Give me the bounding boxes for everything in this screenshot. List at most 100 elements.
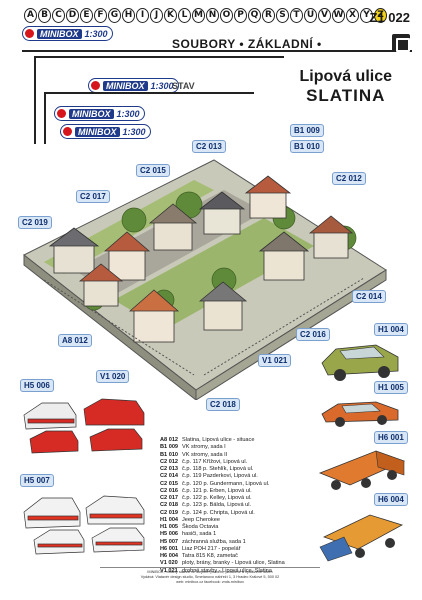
part-tag: V1 021 — [258, 354, 292, 367]
legend-code: A8 012 — [160, 437, 179, 443]
alphabet-letter: P — [234, 8, 247, 23]
leader-line — [34, 56, 36, 144]
skoda-octavia-drawing — [321, 401, 399, 427]
alphabet-letter: K — [164, 8, 177, 23]
brand-dot-icon — [25, 29, 34, 38]
street-drawing — [23, 159, 387, 402]
footer-divider — [100, 567, 320, 568]
legend-description: Slatina, Lipová ulice - situace — [182, 437, 255, 443]
legend-description: č.p. 119 Pazderkovi, Lipová ul. — [182, 473, 258, 480]
fire-brigade-set-drawing — [23, 398, 145, 454]
part-tag: B1 010 — [290, 140, 324, 153]
alphabet-letter: F — [94, 8, 107, 23]
vehicle-tag: H5 007 — [20, 474, 54, 487]
legend-code: C2 014 — [160, 473, 179, 480]
publisher-footer: MINIBOX, modely staveb ve stejném poměru… — [96, 570, 324, 585]
legend-description: VK stromy, sada I — [182, 444, 226, 451]
brand-dot-icon — [57, 109, 66, 118]
legend-code: C2 015 — [160, 480, 179, 487]
brand-scale: 1:300 — [116, 108, 140, 119]
alphabet-letter: U — [304, 8, 317, 23]
header-band — [22, 36, 412, 52]
alphabet-letter: J — [150, 8, 163, 23]
legend-description: č.p. 123 p. Bálda, Lipová ul. — [182, 502, 252, 509]
legend-code: H6 004 — [160, 553, 179, 559]
legend-code: V1 021 — [160, 567, 178, 574]
alphabet-letter: C — [52, 8, 65, 23]
alphabet-letter: Y — [360, 8, 373, 23]
legend-description: hasiči, sada 1 — [182, 531, 217, 538]
part-tag: C2 014 — [352, 290, 386, 303]
alphabet-letter: X — [346, 8, 359, 23]
alphabet-letter: S — [276, 8, 289, 23]
alphabet-letter: H — [122, 8, 135, 23]
legend-description: č.p. 122 p. Kelley, Lipová ul. — [182, 495, 252, 501]
catalog-code: Z1 022 — [369, 10, 410, 25]
alphabet-letter: A — [24, 8, 37, 23]
legend-code: H6 001 — [160, 545, 179, 552]
brand-name: MINIBOX — [37, 28, 82, 39]
brand-dot-icon — [91, 81, 100, 90]
legend-description: č.p. 117 Křížovi, Lipová ul. — [182, 458, 248, 465]
brand-scale: 1:300 — [122, 126, 146, 137]
legend-description: Tatra 815 K8, zametač — [182, 553, 238, 559]
alphabet-letter: R — [262, 8, 275, 23]
part-tag: C2 019 — [18, 216, 52, 229]
ground-edge-right — [195, 269, 387, 401]
legend-code: H1 005 — [160, 524, 179, 530]
legend-code: C2 016 — [160, 487, 179, 494]
brand-name: MINIBOX — [69, 108, 114, 119]
alphabet-letter: G — [108, 8, 121, 23]
legend-code: B1 009 — [160, 444, 179, 451]
vehicle-tag: H5 006 — [20, 379, 54, 392]
legend-code: C2 012 — [160, 458, 179, 465]
section-subtitle: SOUBORY • ZÁKLADNÍ • — [172, 37, 322, 51]
legend-description: Liaz POH 217 - popelář — [182, 545, 241, 552]
alphabet-letter: D — [66, 8, 79, 23]
legend-description: VK stromy, sada II — [182, 451, 228, 458]
legend-description: Jeep Cherokee — [182, 516, 220, 523]
legend-description: ploty, brány, branky - Lipová ulice, Sla… — [182, 560, 285, 567]
alphabet-letter: B — [38, 8, 51, 23]
part-tag: C2 018 — [206, 398, 240, 411]
jeep-cherokee-drawing — [321, 344, 399, 381]
part-tag: B1 009 — [290, 124, 324, 137]
part-tag: C2 016 — [296, 328, 330, 341]
vehicle-tag: H6 001 — [374, 431, 408, 444]
alphabet-letter: W — [332, 8, 345, 23]
part-tag: A8 012 — [58, 334, 92, 347]
legend-code: B1 010 — [160, 451, 179, 458]
brand-scale: 1:300 — [150, 80, 174, 91]
houses — [48, 175, 354, 343]
leader-line — [44, 92, 46, 144]
alphabet-letter: V — [318, 8, 331, 23]
page-title: Lipová ulice SLATINA — [300, 68, 392, 106]
legend-code: H1 004 — [160, 516, 179, 523]
brand-dot-icon — [63, 127, 72, 136]
street-illustration: B1 009 B1 010 C2 013 C2 015 C2 012 C2 01… — [14, 124, 394, 411]
alphabet-letter: E — [80, 8, 93, 23]
fence — [203, 277, 365, 376]
ghost-subtitle: STAV — [172, 81, 195, 91]
title-line-2: SLATINA — [306, 86, 386, 105]
footer-line-3: web: minibox.cz facebook: vnds.minibox — [176, 580, 244, 584]
leader-line — [34, 56, 284, 58]
alphabet-letter: L — [178, 8, 191, 23]
footer-line-2: Vydává: Vlatavér design studio, Smetanov… — [140, 575, 280, 579]
legend-description: č.p. 124 p. Chripta, Lipová ul. — [182, 509, 255, 516]
alphabet-letter: N — [206, 8, 219, 23]
brand-logo: MINIBOX 1:300 — [22, 26, 113, 41]
